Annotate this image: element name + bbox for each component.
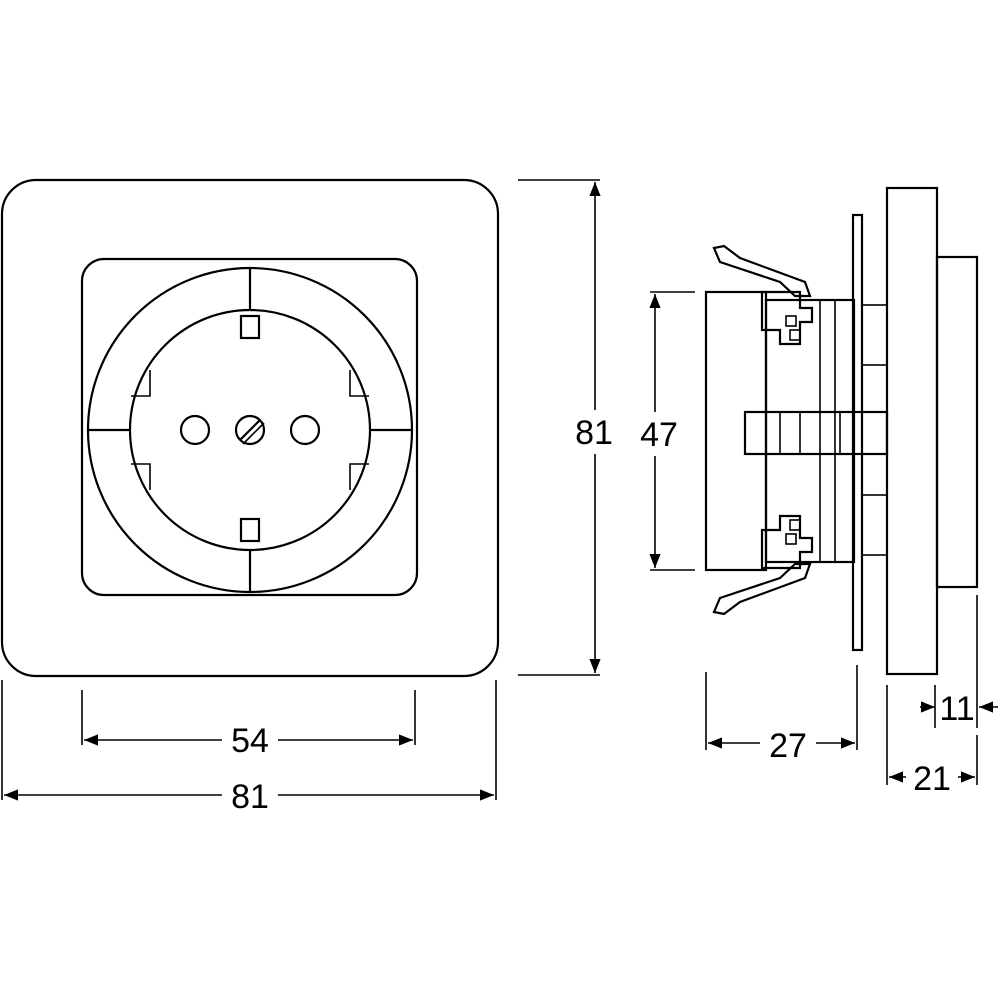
screw-slot-edge bbox=[242, 422, 265, 445]
dim-label-11: 11 bbox=[939, 690, 974, 728]
side-recess-left-lower bbox=[131, 463, 151, 490]
side-recess-right-upper bbox=[349, 370, 369, 397]
side-center-pin bbox=[743, 410, 889, 456]
dim-label-81-horizontal: 81 bbox=[231, 778, 269, 816]
side-recess-right-lower bbox=[349, 463, 369, 490]
side-cover-frame bbox=[885, 186, 939, 676]
side-view bbox=[704, 186, 979, 676]
side-dimensions: 47 27 11 21 bbox=[630, 291, 998, 798]
side-claw-lower bbox=[712, 562, 812, 616]
contact-hole-left bbox=[179, 414, 211, 446]
side-claw-upper bbox=[712, 244, 812, 298]
side-spacer-lower bbox=[861, 494, 888, 556]
side-recess-left-upper bbox=[131, 370, 151, 397]
earth-clip-top bbox=[239, 314, 261, 340]
front-view bbox=[0, 178, 500, 678]
side-terminal-upper bbox=[760, 290, 814, 346]
cover-frame-outline bbox=[0, 178, 500, 678]
dim-label-21: 21 bbox=[913, 760, 951, 798]
front-dimensions: 54 81 81 bbox=[1, 179, 628, 816]
side-mechanism-body bbox=[704, 290, 768, 572]
side-mechanism-core bbox=[764, 298, 856, 564]
dim-label-27: 27 bbox=[769, 727, 807, 765]
dim-label-54: 54 bbox=[231, 722, 269, 760]
contact-hole-right bbox=[289, 414, 321, 446]
side-spacer-upper bbox=[861, 304, 888, 366]
side-terminal-lower bbox=[760, 514, 814, 570]
dim-label-81-vertical: 81 bbox=[575, 414, 613, 452]
dim-label-47: 47 bbox=[640, 416, 678, 454]
center-plate-outline bbox=[80, 257, 419, 597]
side-center-insert bbox=[935, 255, 979, 589]
earth-clip-bottom bbox=[239, 517, 261, 543]
screw-slot bbox=[239, 419, 261, 441]
fixing-screw bbox=[234, 414, 266, 446]
